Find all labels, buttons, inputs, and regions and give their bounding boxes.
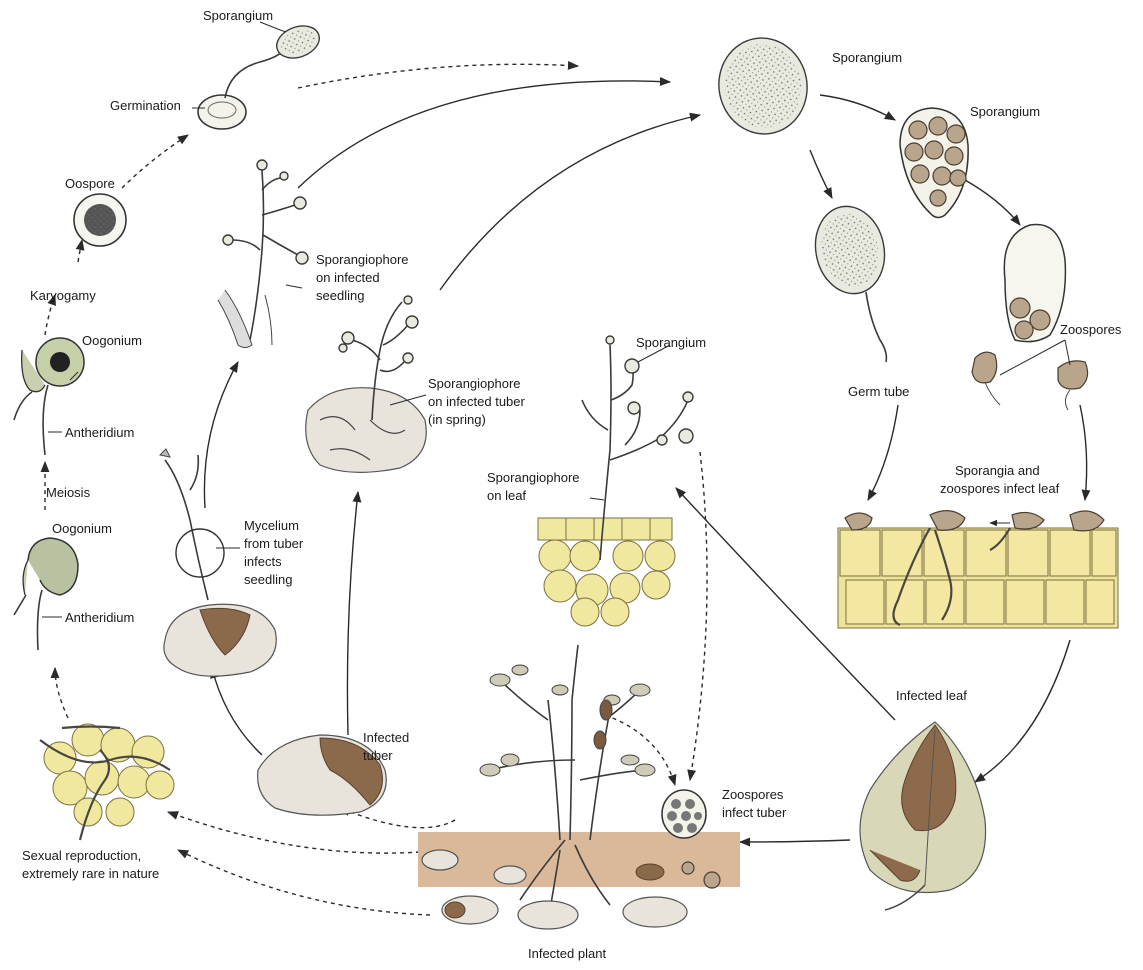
label-antheridium-top: Antheridium	[65, 425, 134, 440]
label-germination: Germination	[110, 98, 181, 113]
infected-plant-drawing	[418, 645, 740, 929]
oospore-drawing	[74, 194, 126, 246]
label-sporangia-infect-2: zoospores infect leaf	[940, 481, 1060, 496]
label-oogonium-top: Oogonium	[82, 333, 142, 348]
infected-leaf-drawing	[860, 722, 986, 910]
label-sporangium-leaf: Sporangium	[636, 335, 706, 350]
label-sporangiophore-seedling-1: Sporangiophore	[316, 252, 409, 267]
label-sexual-reproduction-1: Sexual reproduction,	[22, 848, 141, 863]
label-zoospores-tuber-1: Zoospores	[722, 787, 784, 802]
label-mycelium-1: Mycelium	[244, 518, 299, 533]
sporangiophore-on-seedling	[218, 160, 308, 348]
label-sporangium-top-right: Sporangium	[832, 50, 902, 65]
label-mycelium-3: infects	[244, 554, 282, 569]
label-sexual-reproduction-2: extremely rare in nature	[22, 866, 159, 881]
label-zoospores: Zoospores	[1060, 322, 1122, 337]
label-germ-tube: Germ tube	[848, 384, 909, 399]
label-sporangiophore-seedling-2: on infected	[316, 270, 380, 285]
sexual-reproduction-cells	[40, 724, 174, 840]
label-sporangiophore-seedling-3: seedling	[316, 288, 364, 303]
oogonium-antheridium-bottom	[14, 538, 78, 650]
sporangiophore-on-tuber	[306, 296, 427, 472]
sporangium-top-right	[711, 31, 814, 141]
label-mycelium-2: from tuber	[244, 536, 304, 551]
zoospore-sporangium-soil	[662, 790, 706, 838]
label-meiosis: Meiosis	[46, 485, 91, 500]
label-antheridium-bottom: Antheridium	[65, 610, 134, 625]
label-sporangia-infect-1: Sporangia and	[955, 463, 1040, 478]
label-sporangiophore-leaf-1: Sporangiophore	[487, 470, 580, 485]
label-zoospores-tuber-2: infect tuber	[722, 805, 787, 820]
label-oogonium-bottom: Oogonium	[52, 521, 112, 536]
germinating-oospore	[198, 20, 324, 129]
leaf-tissue-infection	[838, 511, 1118, 628]
label-infected-tuber-2: tuber	[363, 748, 393, 763]
label-mycelium-4: seedling	[244, 572, 292, 587]
label-infected-leaf: Infected leaf	[896, 688, 967, 703]
label-sporangiophore-tuber-3: (in spring)	[428, 412, 486, 427]
sporangium-germ-tube	[808, 200, 893, 362]
label-infected-plant: Infected plant	[528, 946, 606, 961]
label-sporangiophore-leaf-2: on leaf	[487, 488, 526, 503]
label-sporangiophore-tuber-1: Sporangiophore	[428, 376, 521, 391]
label-sporangium-germination: Sporangium	[203, 8, 273, 23]
label-oospore: Oospore	[65, 176, 115, 191]
sporangium-with-zoospores	[900, 108, 968, 218]
label-karyogamy: Karyogamy	[30, 288, 96, 303]
label-sporangium-zoospores: Sporangium	[970, 104, 1040, 119]
sporangium-releasing-zoospores	[972, 224, 1088, 410]
label-sporangiophore-tuber-2: on infected tuber	[428, 394, 526, 409]
label-infected-tuber-1: Infected	[363, 730, 409, 745]
